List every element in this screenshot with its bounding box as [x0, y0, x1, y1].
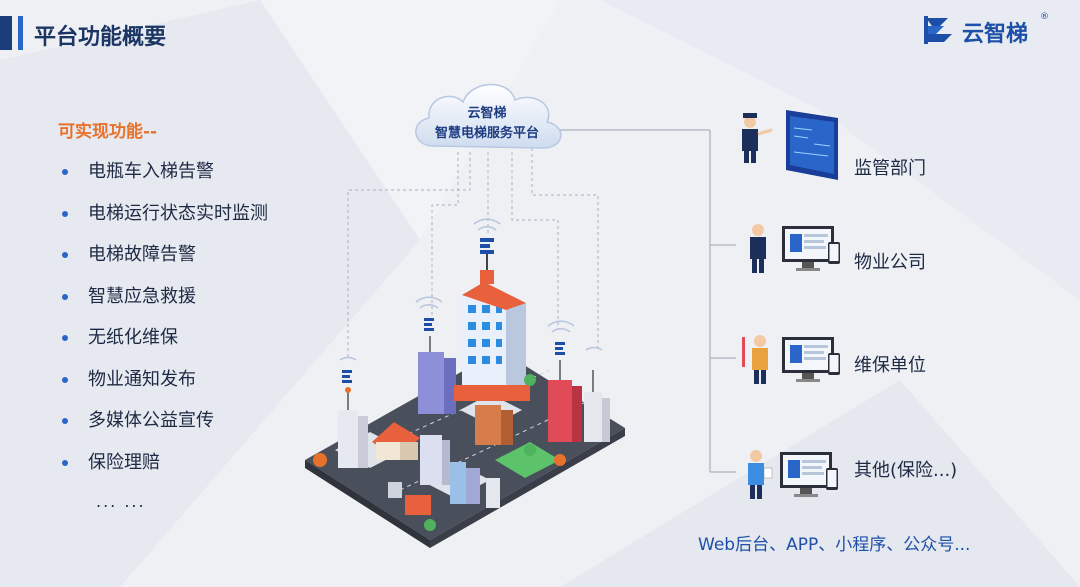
property-staff-icon: [750, 224, 840, 273]
role-label-other: 其他(保险...): [854, 460, 958, 481]
bullet-icon: [62, 293, 68, 300]
feature-item: 电梯运行状态实时监测: [62, 200, 268, 242]
smart-city-illustration: [305, 218, 625, 548]
bullet-icon: [62, 418, 68, 424]
feature-item: 智慧应急救援: [62, 283, 268, 325]
brand-logo-icon: [924, 16, 952, 44]
features-more: ... ...: [96, 492, 146, 511]
bullet-icon: [62, 335, 68, 341]
title-accent-bar: [18, 16, 23, 50]
features-list: 电瓶车入梯告警 电梯运行状态实时监测 电梯故障告警 智慧应急救援 无纸化维保 物…: [62, 158, 268, 490]
feature-item: 电瓶车入梯告警: [62, 158, 268, 200]
bullet-icon: [62, 459, 68, 466]
brand-logo-text: 云智梯: [962, 22, 1029, 47]
cloud-subtitle: 智慧电梯服务平台: [434, 126, 539, 141]
cloud-title: 云智梯: [467, 106, 507, 121]
feature-item: 物业通知发布: [62, 366, 268, 408]
other-person-icon: [748, 450, 838, 499]
channels-note: Web后台、APP、小程序、公众号...: [698, 535, 971, 555]
brand-registered-mark: ®: [1040, 12, 1049, 22]
bullet-icon: [62, 210, 68, 217]
features-heading: 可实现功能--: [58, 122, 158, 142]
feature-item: 保险理赔: [62, 449, 268, 491]
role-label-maintenance: 维保单位: [854, 355, 926, 376]
cloud-icon: [415, 83, 562, 149]
role-label-supervision: 监管部门: [854, 158, 926, 179]
role-label-property: 物业公司: [854, 252, 926, 273]
title-accent-dark: [0, 16, 12, 50]
feature-item: 电梯故障告警: [62, 241, 268, 283]
maintenance-worker-icon: [742, 335, 840, 384]
feature-item: 多媒体公益宣传: [62, 407, 268, 449]
bullet-icon: [62, 252, 68, 258]
supervisor-icon: [742, 110, 838, 180]
bullet-icon: [62, 376, 68, 383]
bullet-icon: [62, 169, 68, 175]
feature-item: 无纸化维保: [62, 324, 268, 366]
page-title: 平台功能概要: [34, 25, 167, 50]
